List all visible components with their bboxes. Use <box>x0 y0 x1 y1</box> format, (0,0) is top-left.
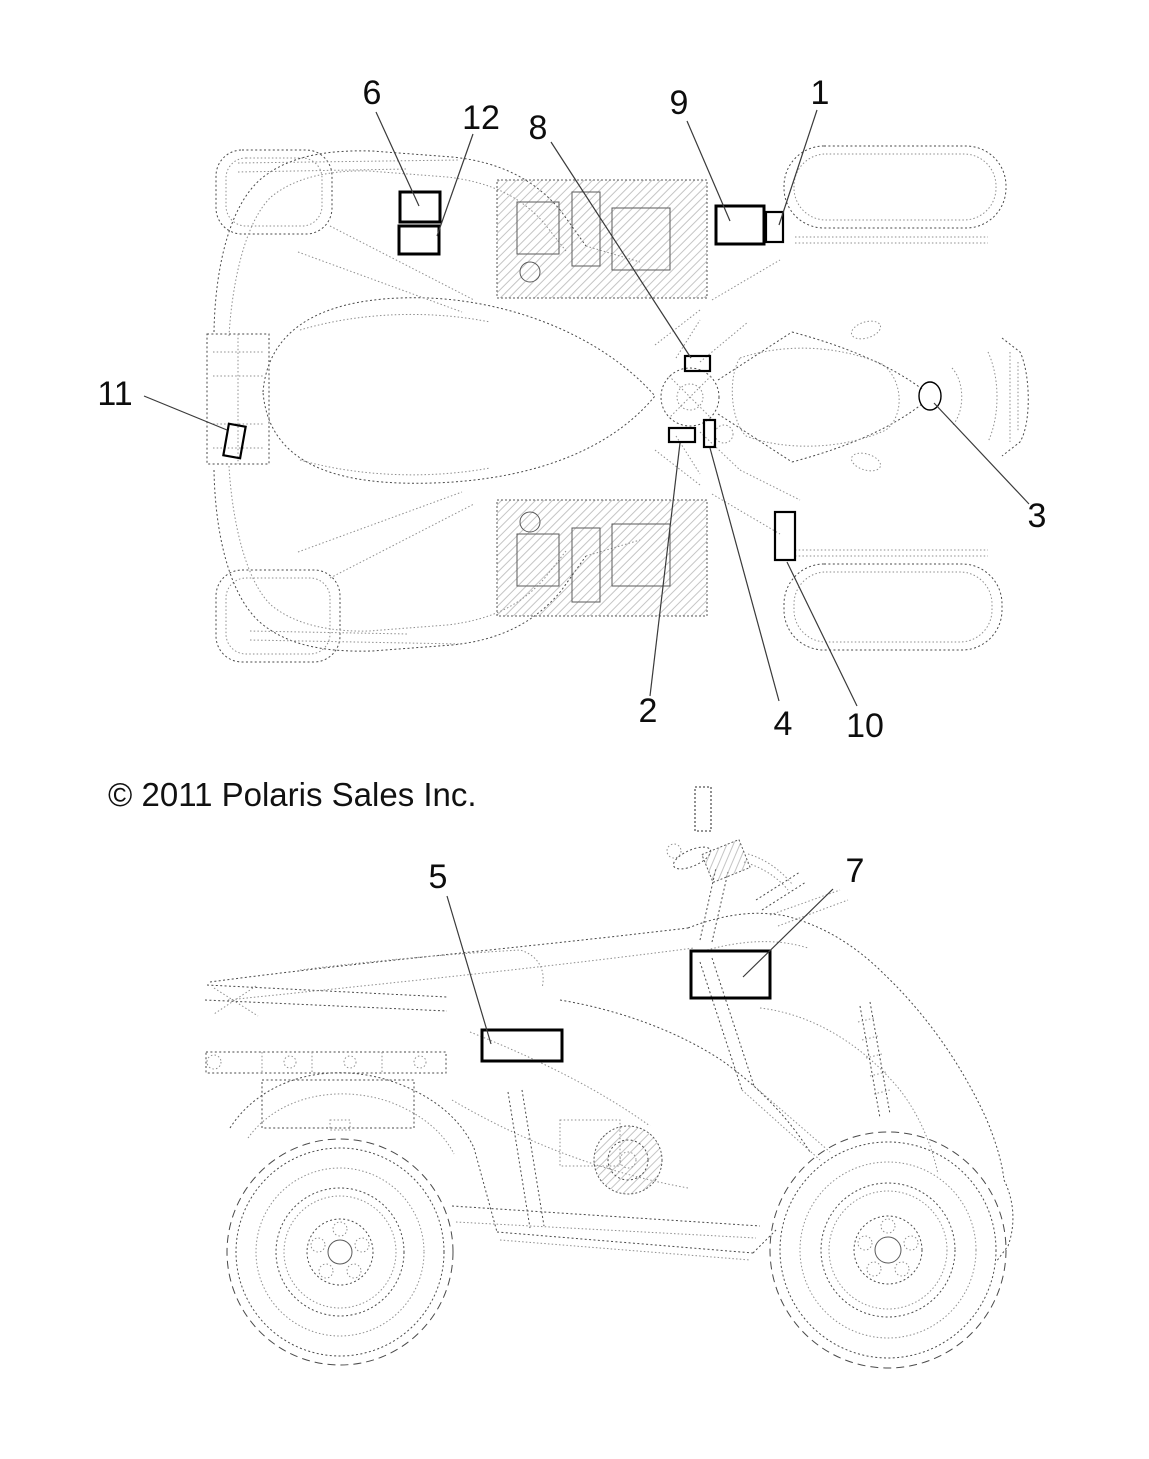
decal-4 <box>702 418 717 449</box>
callout-5-label: 5 <box>429 858 448 896</box>
decal-6 <box>398 190 442 224</box>
callout-5-leader <box>446 895 492 1045</box>
callout-4-label: 4 <box>774 705 793 743</box>
callout-2-leader <box>649 442 681 697</box>
callout-6-label: 6 <box>363 74 382 112</box>
callout-11-label: 11 <box>97 375 132 413</box>
callout-12-label: 12 <box>462 99 500 137</box>
callout-2-label: 2 <box>639 692 658 730</box>
blank-decal-outline <box>694 786 712 832</box>
decal-3 <box>918 381 942 411</box>
headlight-right-icon <box>850 452 882 472</box>
side-view-art <box>204 838 1014 1369</box>
handlebar <box>666 838 849 943</box>
decal-7 <box>689 949 772 1000</box>
rear-rack-side <box>204 984 448 1131</box>
front-wheel-icon <box>769 1131 1007 1369</box>
callout-7-label: 7 <box>846 852 865 890</box>
steering-pod <box>660 367 734 444</box>
front-bumper <box>951 337 1029 457</box>
callout-6-leader <box>375 111 420 207</box>
decal-9 <box>714 204 766 246</box>
decal-1 <box>764 210 785 244</box>
top-view-art <box>206 145 1029 663</box>
front-right-tire-icon <box>783 563 1003 651</box>
engine <box>559 1119 663 1195</box>
callout-9-label: 9 <box>670 84 689 122</box>
rear-right-tire-icon <box>215 569 341 663</box>
rear-wheel-icon <box>226 1138 454 1366</box>
callout-10-leader <box>786 561 858 707</box>
callout-9-leader <box>686 120 731 222</box>
decal-2 <box>667 426 697 444</box>
decal-12 <box>397 224 441 256</box>
running-board <box>451 1147 777 1261</box>
callout-11-leader <box>143 395 228 431</box>
callout-3-leader <box>933 402 1030 505</box>
front-suspension <box>699 957 891 1161</box>
callout-8-label: 8 <box>529 109 548 147</box>
decal-5 <box>480 1028 564 1063</box>
decal-layer <box>222 190 942 1063</box>
callout-1-leader <box>778 109 818 226</box>
seat-outline <box>262 297 656 484</box>
callout-4-leader <box>709 447 780 702</box>
front-left-tire-icon <box>783 145 1007 229</box>
callout-12-leader <box>436 133 474 237</box>
lower-engine-cluster <box>496 499 708 617</box>
callout-1-label: 1 <box>811 74 830 112</box>
decal-10 <box>773 510 797 562</box>
decal-8 <box>683 354 712 373</box>
callout-3-label: 3 <box>1028 497 1047 535</box>
callout-10-label: 10 <box>846 707 884 745</box>
copyright-text: © 2011 Polaris Sales Inc. <box>108 776 477 813</box>
callout-8-leader <box>550 141 692 359</box>
decal-11 <box>222 422 247 460</box>
rear-left-tire-icon <box>215 149 333 235</box>
rear-rack <box>206 333 270 465</box>
upper-engine-cluster <box>496 179 708 299</box>
callout-7-leader <box>742 888 834 978</box>
